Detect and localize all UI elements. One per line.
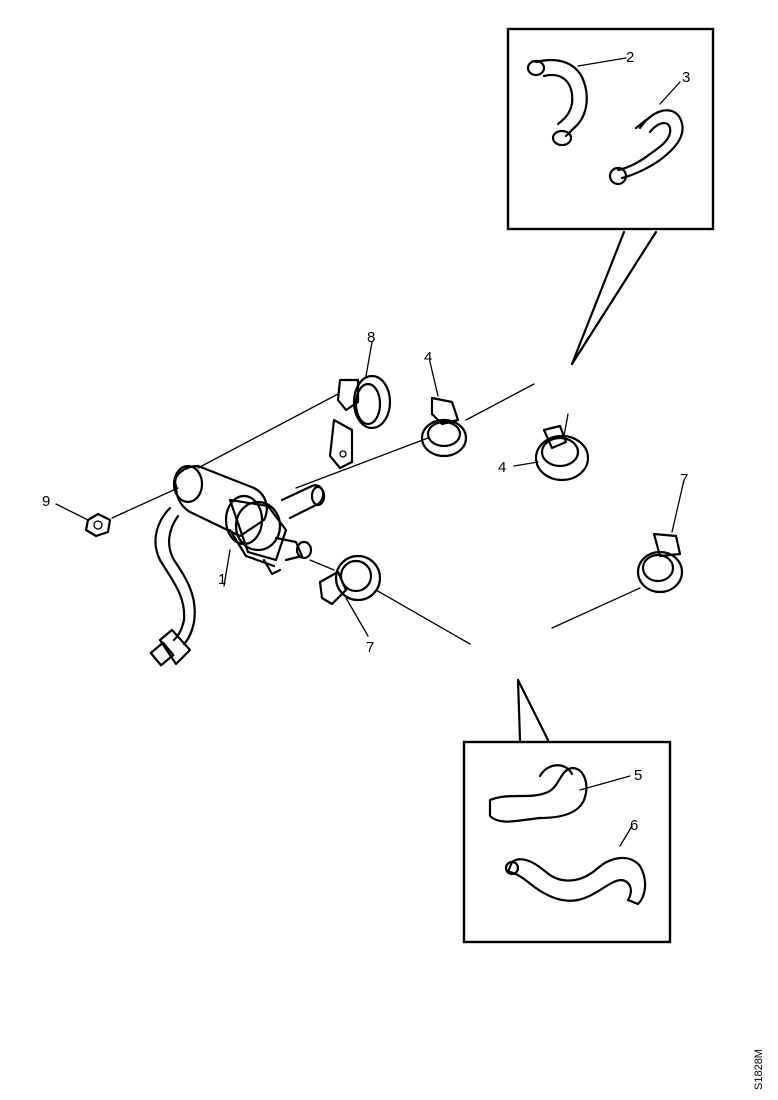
clamp-4-near	[420, 361, 468, 458]
hose-2	[526, 58, 588, 147]
inset-bottom-pointer	[516, 678, 550, 742]
inset-top-frame	[506, 27, 715, 231]
callout-1: 1	[218, 571, 226, 588]
hose-3	[608, 109, 684, 186]
callout-7a: 7	[366, 639, 374, 656]
clamp-bracket-8	[197, 341, 392, 470]
clamp-4-far	[513, 413, 590, 482]
inset-bottom-hoses	[462, 740, 672, 944]
callout-8: 8	[367, 329, 375, 346]
callout-9: 9	[42, 493, 50, 510]
water-pump-assembly	[172, 464, 326, 587]
inset-top-pointer	[570, 230, 658, 366]
figure-code: S1828M	[753, 1049, 765, 1090]
wiring-harness	[149, 506, 196, 667]
callout-2: 2	[626, 49, 634, 66]
clamp-7-far	[636, 479, 685, 594]
clamp-7-near	[318, 554, 382, 637]
callout-5: 5	[634, 767, 642, 784]
assembly-lines	[295, 383, 641, 645]
hose-5	[488, 764, 588, 823]
hose-6	[504, 856, 647, 906]
inset-top-hoses	[506, 27, 715, 231]
inset-bottom-frame	[462, 740, 672, 944]
bolt-9	[55, 487, 179, 538]
callout-4b: 4	[498, 459, 506, 476]
callout-4a: 4	[424, 349, 432, 366]
callout-7b: 7	[680, 471, 688, 488]
callout-3: 3	[682, 69, 690, 86]
callout-6: 6	[630, 817, 638, 834]
